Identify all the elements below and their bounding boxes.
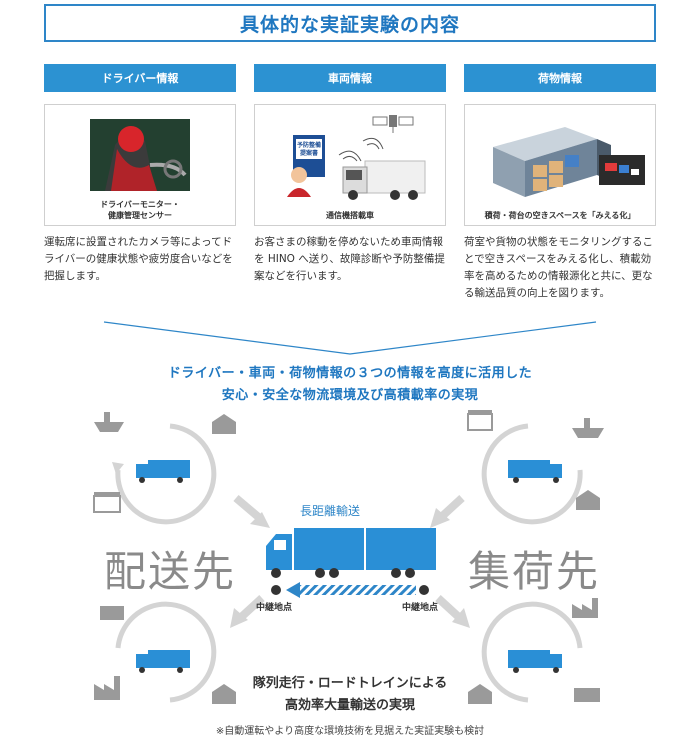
small-truck-icon-bl bbox=[136, 650, 190, 673]
relay-point-right bbox=[419, 585, 429, 595]
column-header-vehicle: 車両情報 bbox=[254, 64, 446, 92]
driver-caption: ドライバーモニター・ 健康管理センサー bbox=[100, 200, 180, 220]
shop-icon bbox=[93, 492, 121, 513]
driver-monitor-illustration bbox=[90, 119, 190, 191]
arrow-tr-to-center bbox=[435, 495, 465, 523]
cargo-image-card: 積荷・荷台の空きスペースを「みえる化」 bbox=[464, 104, 656, 226]
building-icon bbox=[100, 606, 124, 620]
column-header-cargo: 荷物情報 bbox=[464, 64, 656, 92]
relay-label-left: 中継地点 bbox=[256, 603, 293, 613]
vehicle-telematics-illustration: 予防整備 提案書 bbox=[287, 115, 426, 200]
arrow-br-to-center bbox=[435, 595, 465, 623]
satellite-icon bbox=[372, 115, 414, 133]
vehicle-image-card: 予防整備 提案書 通信機搭載車 bbox=[254, 104, 446, 226]
footnote: ※自動運転やより高度な環境技術を見据えた実証実験も検討 bbox=[215, 726, 485, 737]
bottom-line-1: 隊列走行・ロードトレインによる bbox=[252, 676, 448, 691]
small-truck-icon-br bbox=[508, 650, 562, 673]
arrow-tl-to-center bbox=[233, 494, 265, 524]
title-box: 具体的な実証実験の内容 bbox=[44, 4, 656, 42]
destination-label: 配送先 bbox=[104, 547, 237, 596]
column-driver: ドライバー情報 ドライバーモニター・ 健康管理センサー 運転席に設置されたカメラ… bbox=[44, 64, 236, 285]
warehouse-icon bbox=[212, 414, 236, 434]
funnel-line bbox=[103, 321, 597, 355]
relay-arrow-body bbox=[298, 585, 416, 595]
relay-arrow-head bbox=[286, 582, 300, 598]
column-header-driver: ドライバー情報 bbox=[44, 64, 236, 92]
cycle-top-left bbox=[115, 423, 217, 525]
small-truck-icon-tl bbox=[136, 460, 190, 483]
driver-image-card: ドライバーモニター・ 健康管理センサー bbox=[44, 104, 236, 226]
relay-label-right: 中継地点 bbox=[402, 603, 439, 613]
summary-line-1: ドライバー・車両・荷物情報の３つの情報を高度に活用した bbox=[167, 366, 533, 381]
cycle-top-right bbox=[481, 423, 583, 525]
long-distance-truck-icon bbox=[266, 528, 436, 578]
ship-icon-tr bbox=[572, 418, 604, 438]
pickup-label: 集荷先 bbox=[468, 547, 601, 596]
vehicle-description: お客さまの稼動を停めないため車両情報を HINO へ送り、故障診断や予防整備提案… bbox=[254, 236, 445, 282]
column-cargo: 荷物情報 積荷・荷台の空きスペースを「みえる化」 荷室や貨物の状態をモニタリング… bbox=[464, 64, 656, 302]
route-label: 長距離輸送 bbox=[300, 504, 361, 518]
page-title: 具体的な実証実験の内容 bbox=[239, 13, 460, 36]
shop-icon-tr bbox=[467, 410, 493, 431]
cargo-caption: 積荷・荷台の空きスペースを「みえる化」 bbox=[484, 211, 636, 220]
cargo-description: 荷室や貨物の状態をモニタリングすることで空きスペースをみえる化し、積載効率を高め… bbox=[464, 236, 653, 299]
column-vehicle: 車両情報 予防整備 提案書 bbox=[254, 64, 446, 285]
svg-text:提案書: 提案書 bbox=[300, 149, 318, 157]
cargo-visualization-illustration bbox=[493, 127, 645, 197]
small-truck-icon-tr bbox=[508, 460, 562, 483]
vehicle-caption: 通信機搭載車 bbox=[326, 211, 374, 220]
summary-line-2: 安心・安全な物流環境及び高積載率の実現 bbox=[221, 388, 479, 403]
svg-text:予防整備: 予防整備 bbox=[297, 141, 321, 149]
factory-icon-tr bbox=[572, 598, 598, 618]
ship-icon bbox=[94, 412, 124, 432]
relay-point-left bbox=[271, 585, 281, 595]
bottom-line-2: 高効率大量輸送の実現 bbox=[284, 698, 415, 713]
warehouse-icon-tr bbox=[576, 490, 600, 510]
driver-description: 運転席に設置されたカメラ等によってドライバーの健康状態や疲労度合いなどを把握しま… bbox=[44, 236, 233, 282]
